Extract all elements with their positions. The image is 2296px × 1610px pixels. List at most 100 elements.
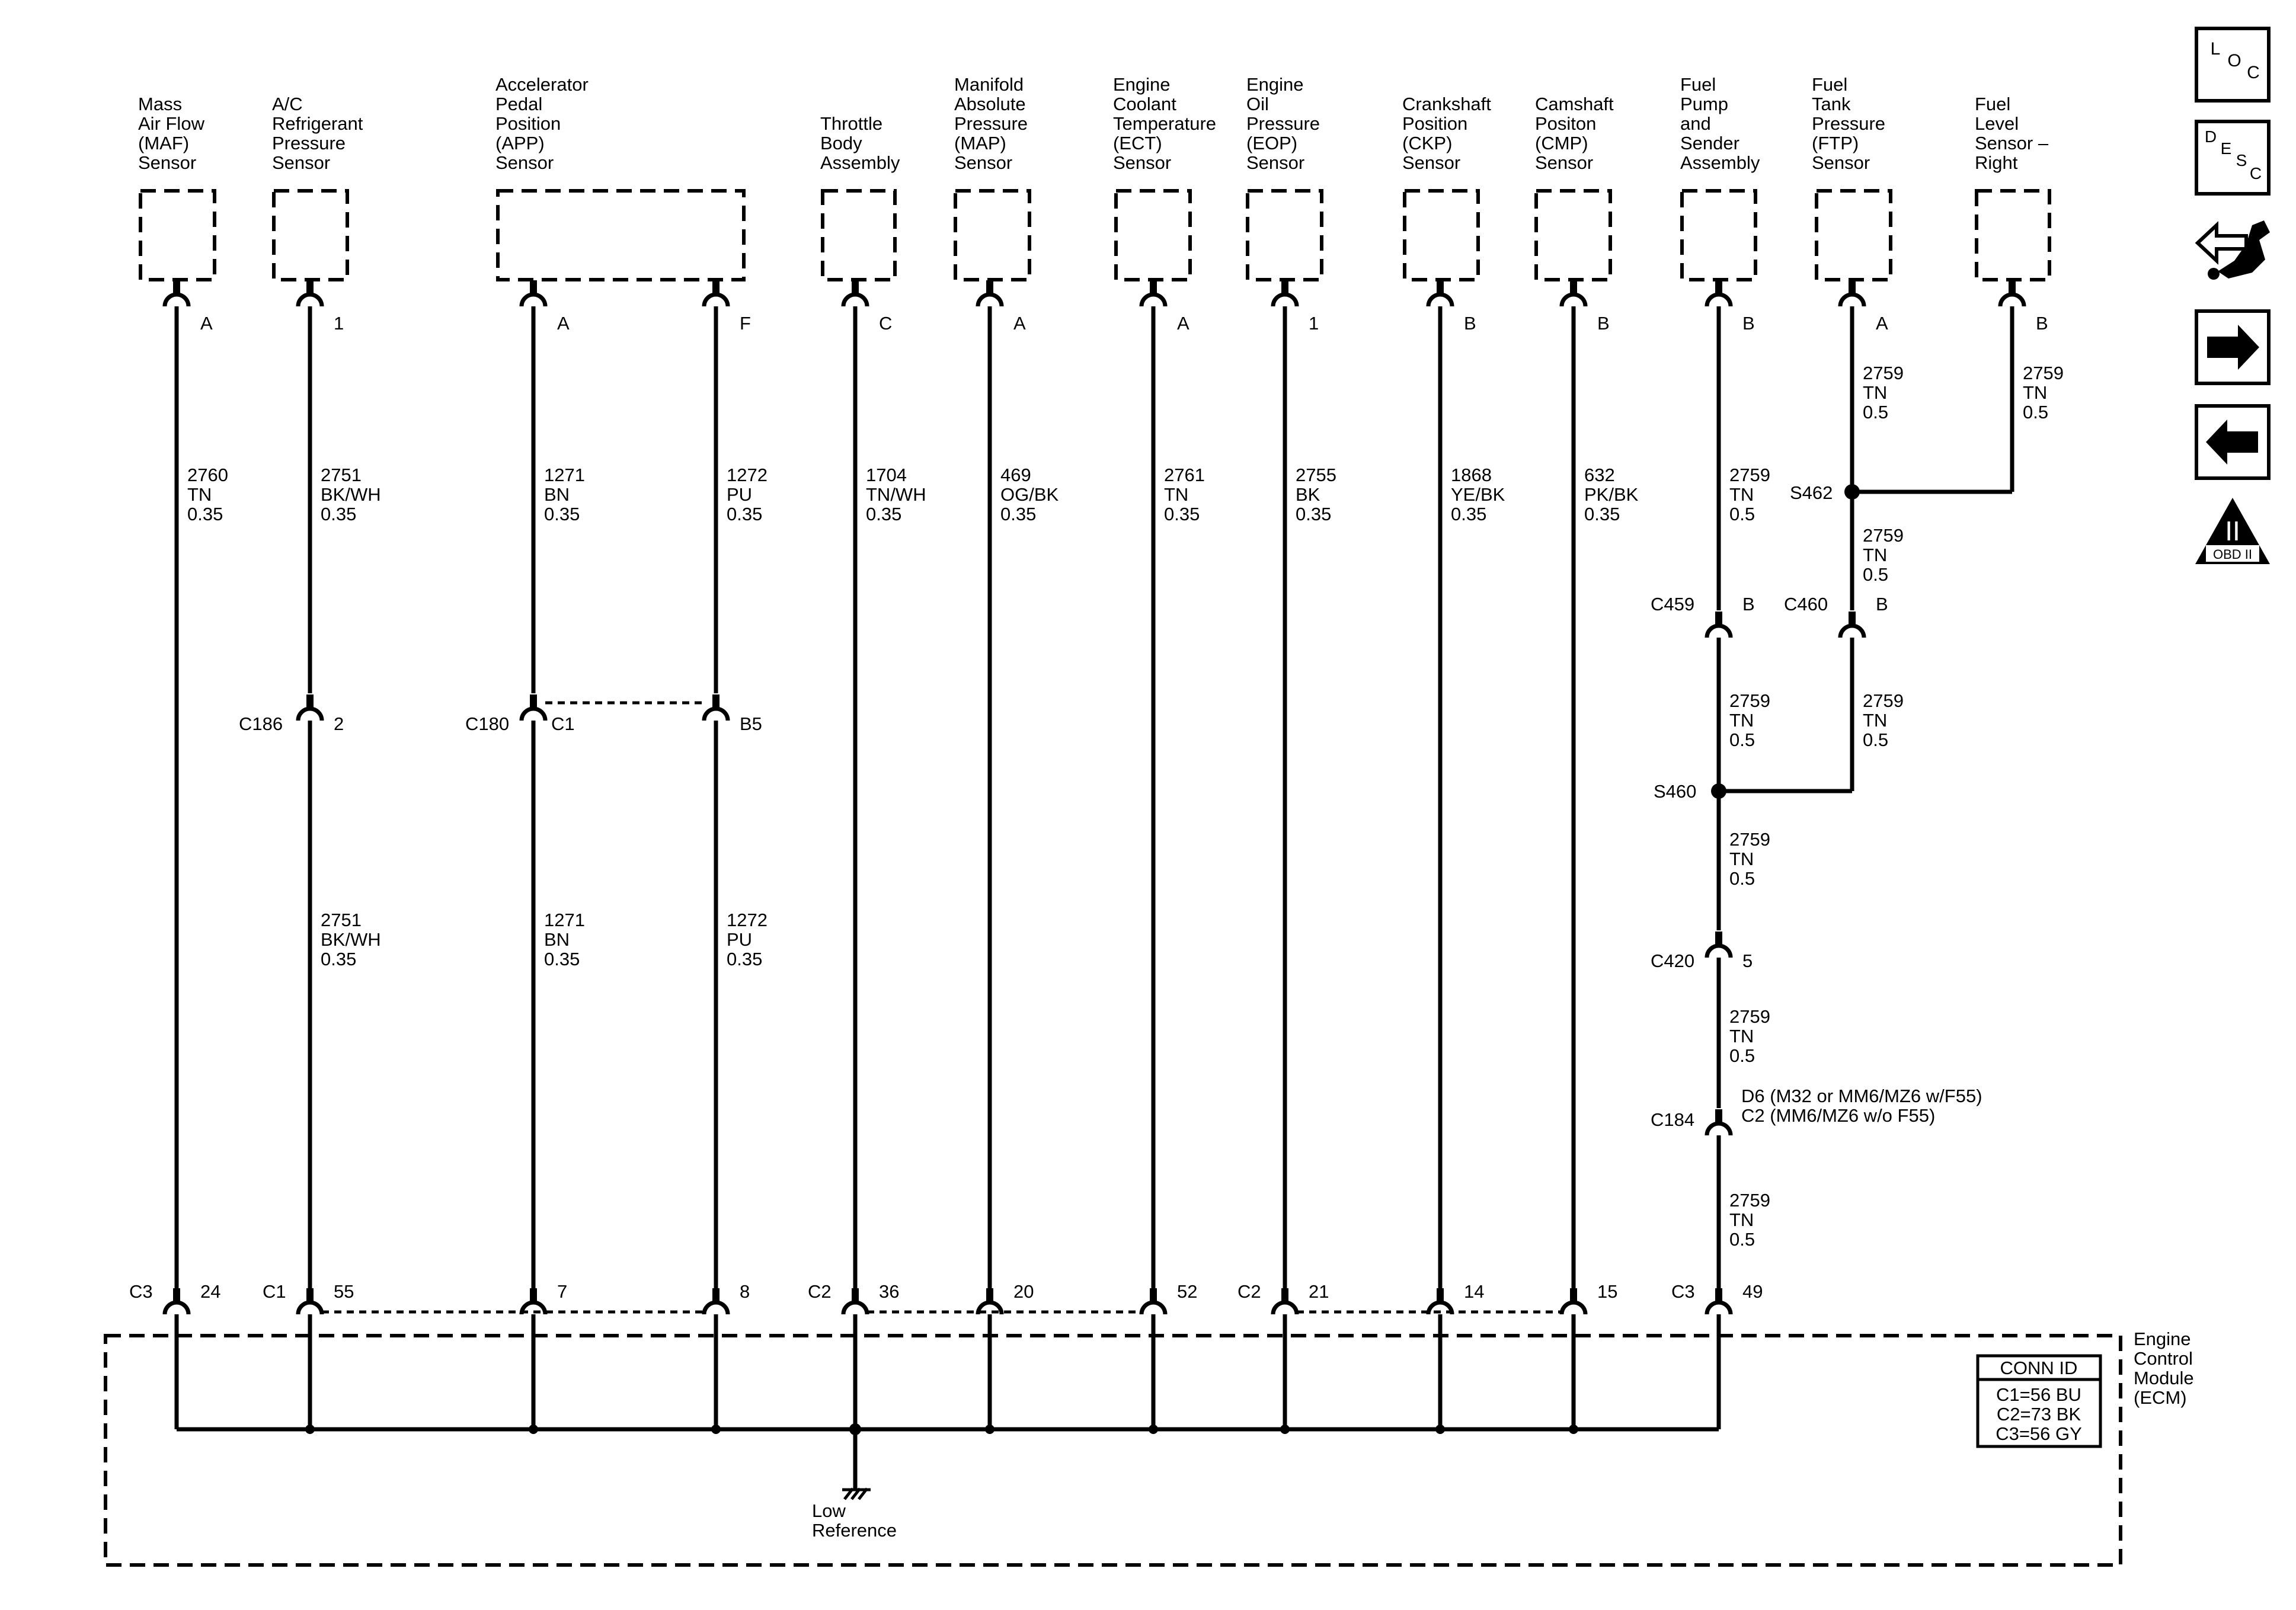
connector-pin-label: 2 — [334, 713, 344, 734]
splice-label: S462 — [1790, 482, 1833, 503]
ecm-connector-label: C2 — [1237, 1281, 1261, 1302]
component-terminal — [296, 280, 324, 307]
splice-label: S460 — [1654, 781, 1696, 802]
wire-label: 632 — [1584, 465, 1615, 485]
wire-label: 0.35 — [1296, 504, 1331, 524]
wire-label: TN — [1863, 710, 1887, 731]
connector-pin-label: B — [1876, 594, 1888, 614]
ecm-pin-label: 21 — [1309, 1281, 1329, 1302]
component-terminal — [1271, 280, 1299, 307]
conn-id-row: C2=73 BK — [1997, 1404, 2081, 1425]
component-name-label: Pump — [1680, 94, 1728, 114]
loc-icon-letter: L — [2211, 39, 2221, 59]
wire-label: 1271 — [544, 910, 585, 930]
wire-label: 2751 — [321, 465, 362, 485]
component-name-label: Position — [495, 113, 561, 134]
wire-label: 2759 — [2023, 363, 2064, 383]
next-arrow-icon — [2195, 309, 2271, 385]
component-name-label: Pressure — [272, 133, 346, 153]
ecm-name-label: (ECM) — [2134, 1387, 2187, 1408]
component-name-label: (MAF) — [138, 133, 189, 153]
component-name-label: Crankshaft — [1402, 94, 1491, 114]
desc-icon-letter: S — [2236, 151, 2247, 169]
c180-connector — [519, 694, 548, 721]
component-terminal — [1998, 280, 2026, 307]
component-name-label: Manifold — [954, 74, 1024, 95]
wire-label: PU — [727, 929, 752, 950]
conn-id-title: CONN ID — [2000, 1358, 2078, 1378]
desc-icon-letter: D — [2205, 127, 2217, 146]
component-name-label: Sensor — [954, 152, 1012, 173]
cmp-sensor-box — [1534, 189, 1612, 281]
component-name-label: Sensor — [138, 152, 196, 173]
connector-name-label: C186 — [239, 713, 283, 734]
component-name-label: Sensor — [1402, 152, 1460, 173]
component-name-label: Tank — [1812, 94, 1851, 114]
ecm-pin-label: 36 — [879, 1281, 899, 1302]
bus-junction — [1280, 1425, 1290, 1434]
wire-label: 0.35 — [866, 504, 901, 524]
ecm-pin-label: 24 — [200, 1281, 220, 1302]
wire-label: 0.5 — [1863, 729, 1888, 750]
wire-label: TN/WH — [866, 484, 926, 505]
low-reference-label: Low — [812, 1500, 846, 1521]
component-name-label: Sensor — [495, 152, 554, 173]
bus-junction — [1569, 1425, 1578, 1434]
previous-arrow-icon — [2195, 404, 2271, 480]
obd-ii-icon-numeral: II — [2225, 516, 2240, 546]
bus-junction — [529, 1425, 538, 1434]
ecm-terminal — [702, 1288, 730, 1315]
connector-option-note: C2 (MM6/MZ6 w/o F55) — [1741, 1105, 1935, 1126]
ecm-pin-label: 7 — [557, 1281, 567, 1302]
wire-label: YE/BK — [1451, 484, 1505, 505]
component-pin-label: A — [1013, 313, 1026, 334]
wire-label: 2761 — [1164, 465, 1205, 485]
component-terminal — [1139, 280, 1168, 307]
component-name-label: Coolant — [1113, 94, 1176, 114]
desc-icon-letter: E — [2221, 139, 2232, 158]
wire-label: 0.5 — [1729, 868, 1755, 889]
component-terminal — [841, 280, 869, 307]
ecm-connector-label: C3 — [129, 1281, 153, 1302]
ecm-connector-label: C2 — [808, 1281, 832, 1302]
component-name-label: (MAP) — [954, 133, 1006, 153]
loc-icon-letter: O — [2227, 51, 2241, 71]
conn-id-row: C3=56 GY — [1996, 1423, 2082, 1444]
c184-connector — [1705, 1109, 1733, 1136]
c420-connector — [1705, 932, 1733, 958]
ecm-terminal — [1426, 1288, 1454, 1315]
component-name-label: (CKP) — [1402, 133, 1452, 153]
bus-junction — [1149, 1425, 1158, 1434]
wire-label: 2759 — [1729, 690, 1770, 711]
wire-label: 1272 — [727, 910, 768, 930]
component-pin-label: 1 — [1309, 313, 1319, 334]
wire-label: 0.5 — [1863, 564, 1888, 585]
ckp-sensor-box — [1403, 189, 1480, 281]
connector-name-label: C420 — [1651, 950, 1694, 971]
wire-label: 0.35 — [1451, 504, 1486, 524]
wire-label: 0.5 — [1729, 1229, 1755, 1250]
wire-label: TN — [1729, 1209, 1754, 1230]
connector-name-label: C180 — [465, 713, 509, 734]
wire-label: 0.35 — [187, 504, 223, 524]
ecm-module-box — [104, 1334, 2122, 1567]
component-name-label: (ECT) — [1113, 133, 1162, 153]
ftp-sensor-box — [1815, 189, 1892, 281]
wire-label: PK/BK — [1584, 484, 1639, 505]
component-name-label: Pressure — [1246, 113, 1320, 134]
component-name-label: Fuel — [1975, 94, 2010, 114]
wire-label: 0.35 — [1584, 504, 1620, 524]
loc-icon-letter: C — [2247, 63, 2260, 82]
wire-label: 0.35 — [1164, 504, 1200, 524]
ecm-terminal — [1705, 1288, 1733, 1315]
component-name-label: Position — [1402, 113, 1467, 134]
component-name-label: Sensor – — [1975, 133, 2049, 153]
ecm-pin-label: 15 — [1597, 1281, 1617, 1302]
ecm-terminal — [296, 1288, 324, 1315]
wire-label: 2759 — [1729, 1190, 1770, 1211]
wire-label: 0.35 — [321, 504, 356, 524]
component-name-label: Camshaft — [1535, 94, 1614, 114]
